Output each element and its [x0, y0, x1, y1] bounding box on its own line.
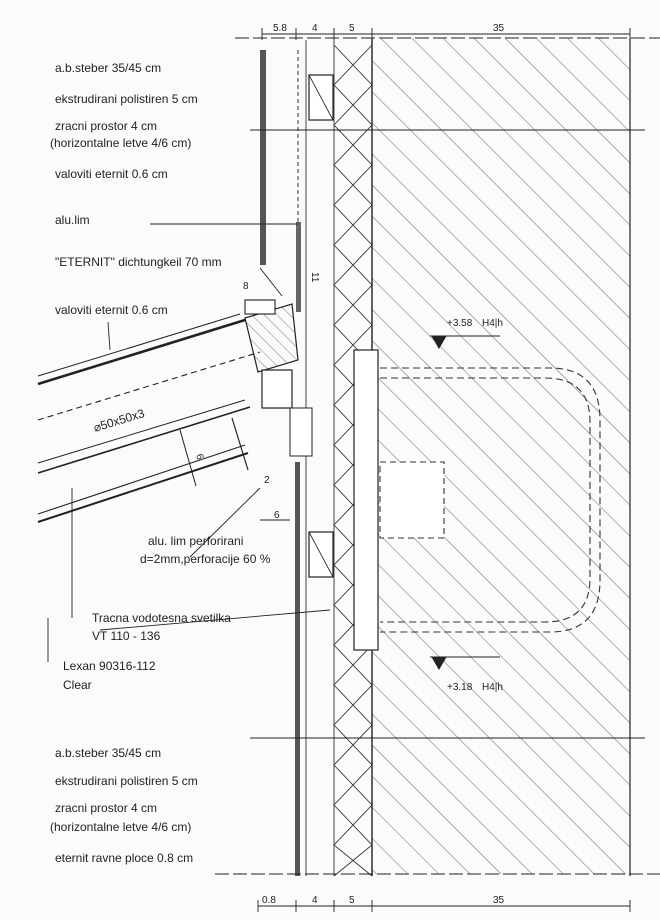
dim-2: 2 — [264, 475, 270, 486]
upper-layer-3: zracni prostor 4 cm — [55, 119, 157, 133]
top-dim-3: 5 — [349, 23, 355, 34]
label-lexan-2: Clear — [63, 678, 92, 692]
label-perforated-1: alu. lim perforirani — [148, 534, 243, 548]
upper-layer-2: ekstrudirani polistiren 5 cm — [55, 92, 198, 106]
upper-cladding — [260, 50, 266, 265]
insulation-layer — [333, 40, 373, 877]
level-marker-lower — [430, 656, 500, 670]
lower-layer-2: ekstrudirani polistiren 5 cm — [55, 774, 198, 788]
label-alu-lim: alu.lim — [55, 213, 90, 227]
lower-layer-1: a.b.steber 35/45 cm — [55, 746, 161, 760]
lower-layer-3: zracni prostor 4 cm — [55, 801, 157, 815]
top-dim-1: 5.8 — [273, 23, 287, 34]
bottom-dim-4: 35 — [493, 895, 505, 906]
level-marker-upper — [430, 335, 500, 349]
batten-bottom-diag — [308, 531, 334, 578]
fixture-block — [353, 349, 379, 651]
top-dim-2: 4 — [312, 23, 318, 34]
canopy-roof — [37, 313, 261, 523]
upper-layer-4: (horizontalne letve 4/6 cm) — [50, 136, 191, 150]
bottom-dim-1: 0.8 — [262, 895, 276, 906]
batten-top-diag — [308, 74, 334, 121]
anchor-loop-inner — [380, 377, 591, 623]
label-lamp-2: VT 110 - 136 — [92, 629, 161, 643]
label-lexan-1: Lexan 90316-112 — [63, 659, 156, 673]
dim-8: 8 — [243, 281, 249, 292]
top-dimension-line — [261, 28, 631, 40]
alu-flashing — [296, 222, 301, 312]
lower-cladding — [295, 462, 300, 876]
leader-lines — [47, 223, 331, 662]
bottom-dimension-line — [257, 900, 631, 912]
level-lower-suffix: H4|h — [482, 682, 503, 693]
upper-layer-1: a.b.steber 35/45 cm — [55, 61, 161, 75]
bottom-dim-3: 5 — [349, 895, 355, 906]
dim-6: 6 — [274, 510, 280, 521]
top-dim-4: 35 — [493, 23, 505, 34]
wedge-cap — [244, 299, 276, 315]
sealing-wedge — [244, 303, 299, 373]
lower-layer-4: (horizontalne letve 4/6 cm) — [50, 820, 191, 834]
concrete-column — [372, 38, 630, 874]
level-upper-suffix: H4|h — [482, 318, 503, 329]
dim-11: 11 — [309, 272, 320, 283]
upper-layer-5: valoviti eternit 0.6 cm — [55, 167, 168, 181]
lamp-housing — [289, 407, 313, 457]
anchor-plate — [379, 461, 445, 539]
level-upper: +3.58 — [447, 318, 473, 329]
label-valoviti: valoviti eternit 0.6 cm — [55, 303, 168, 317]
level-lower: +3.18 — [447, 682, 473, 693]
dim-6-slope: 6 — [193, 453, 205, 462]
support-bracket — [261, 369, 293, 409]
anchor-loop-outer — [380, 367, 601, 633]
label-perforated-2: d=2mm,perforacije 60 % — [140, 552, 271, 566]
lower-layer-5: eternit ravne ploce 0.8 cm — [55, 851, 193, 865]
label-dichtungkeil: "ETERNIT" dichtungkeil 70 mm — [55, 255, 222, 269]
label-profile: ⌀50x50x3 — [92, 406, 147, 435]
label-lamp-1: Tracna vodotesna svetilka — [92, 611, 231, 625]
bottom-dim-2: 4 — [312, 895, 318, 906]
